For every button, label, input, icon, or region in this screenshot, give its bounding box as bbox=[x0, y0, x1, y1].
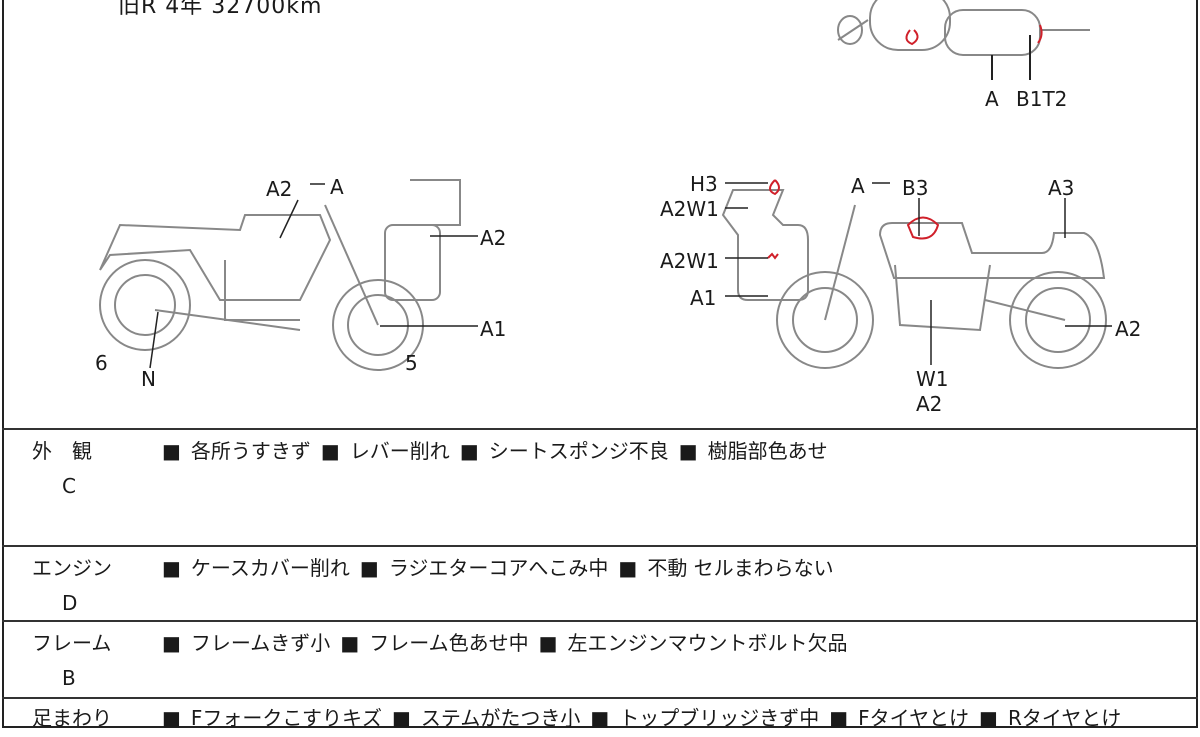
category-label: 外 観 bbox=[32, 439, 92, 463]
left-label: A2 bbox=[266, 177, 293, 201]
item-list: ■Fフォークこすりキズ■ステムがたつき小■トップブリッジきず中■Fタイヤとけ■R… bbox=[162, 706, 1122, 730]
category-label: フレーム bbox=[32, 631, 112, 655]
right-side-bike bbox=[721, 179, 1107, 369]
top-label: A bbox=[985, 87, 999, 111]
right-label: B3 bbox=[902, 176, 929, 200]
right-label: A2 bbox=[1115, 317, 1142, 341]
section-engine: エンジン D ■ケースカバー削れ■ラジエターコアへこみ中■不動 セルまわらない bbox=[2, 545, 1198, 620]
right-label: W1 bbox=[916, 367, 949, 391]
left-label: A2 bbox=[480, 226, 507, 250]
grade-label: B bbox=[62, 666, 76, 690]
left-label: A1 bbox=[480, 317, 507, 341]
section-exterior: 外 観 C ■各所うすきず■レバー削れ■シートスポンジ不良■樹脂部色あせ bbox=[2, 428, 1198, 545]
left-side-bike bbox=[99, 179, 461, 371]
section-suspension: 足まわり ■Fフォークこすりキズ■ステムがたつき小■トップブリッジきず中■Fタイ… bbox=[2, 697, 1198, 737]
item-list: ■各所うすきず■レバー削れ■シートスポンジ不良■樹脂部色あせ bbox=[162, 439, 828, 463]
right-label: A bbox=[851, 174, 865, 198]
grade-label: D bbox=[62, 591, 78, 615]
right-label: H3 bbox=[690, 172, 718, 196]
category-label: エンジン bbox=[32, 556, 112, 580]
grade-label: C bbox=[62, 474, 76, 498]
section-frame: フレーム B ■フレームきず小■フレーム色あせ中■左エンジンマウントボルト欠品 bbox=[2, 620, 1198, 697]
right-label: A3 bbox=[1048, 176, 1075, 200]
left-label: 6 bbox=[95, 351, 108, 375]
item-list: ■フレームきず小■フレーム色あせ中■左エンジンマウントボルト欠品 bbox=[162, 631, 848, 655]
top-label: B1T2 bbox=[1016, 87, 1068, 111]
right-label: A2 bbox=[916, 392, 943, 416]
right-label: A2W1 bbox=[660, 197, 719, 221]
leader-lines bbox=[149, 182, 1112, 369]
vehicle-info: 旧R 4年 32700km bbox=[118, 0, 323, 19]
item-list: ■ケースカバー削れ■ラジエターコアへこみ中■不動 セルまわらない bbox=[162, 556, 834, 580]
right-label: A1 bbox=[690, 286, 717, 310]
category-label: 足まわり bbox=[32, 706, 112, 730]
left-label: 5 bbox=[405, 351, 418, 375]
top-view-bike bbox=[837, 0, 1090, 80]
left-label: A bbox=[330, 175, 344, 199]
right-label: A2W1 bbox=[660, 249, 719, 273]
left-label: N bbox=[141, 367, 156, 391]
motorcycle-diagrams bbox=[99, 0, 1112, 371]
